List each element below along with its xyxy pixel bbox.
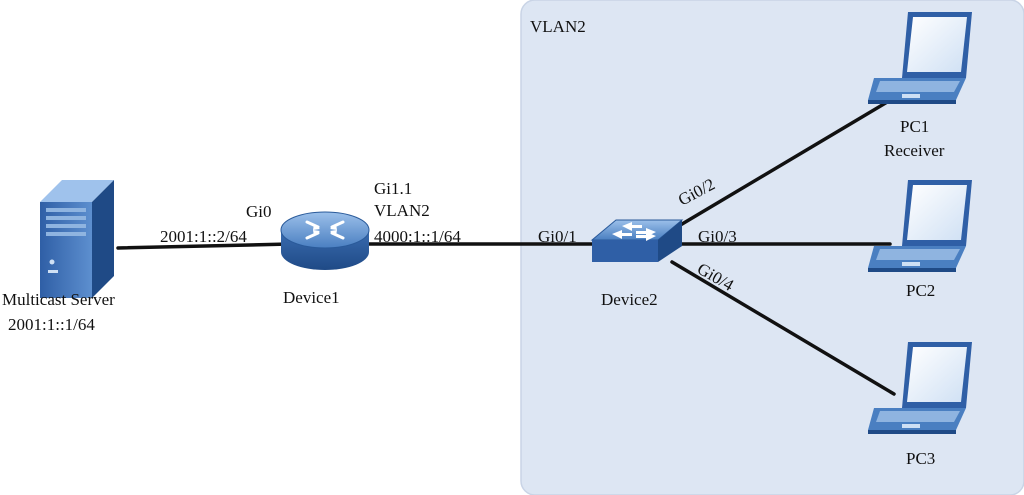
pc3-laptop-icon (868, 342, 972, 434)
router-icon (280, 211, 370, 270)
server-icon (40, 180, 114, 298)
pc2-laptop-icon (868, 180, 972, 272)
pc1-role: Receiver (884, 141, 945, 160)
multicast-server-name: Multicast Server (2, 290, 115, 309)
pc1-laptop-icon (868, 12, 972, 104)
device2-name: Device2 (601, 290, 658, 309)
device1-port-gi0: Gi0 (246, 202, 272, 221)
vlan2-region (520, 0, 1024, 495)
device2-port-gi0-1: Gi0/1 (538, 227, 577, 246)
pc1-name: PC1 (900, 117, 929, 136)
device1-subif-ip: 4000:1::1/64 (374, 227, 461, 246)
device1-subif-gi1-1: Gi1.1 (374, 179, 412, 198)
device1-subif-vlan: VLAN2 (374, 201, 430, 220)
link-server-device1 (116, 242, 292, 250)
pc3-name: PC3 (906, 449, 935, 468)
vlan2-region-label: VLAN2 (530, 17, 586, 36)
link-device2-pc3 (670, 260, 896, 396)
multicast-server-ip: 2001:1::1/64 (8, 315, 95, 334)
pc2-name: PC2 (906, 281, 935, 300)
device2-port-gi0-3: Gi0/3 (698, 227, 737, 246)
switch-icon (590, 219, 684, 262)
link-device2-pc1 (670, 96, 896, 232)
device1-name: Device1 (283, 288, 340, 307)
device1-port-gi0-ip: 2001:1::2/64 (160, 227, 247, 246)
